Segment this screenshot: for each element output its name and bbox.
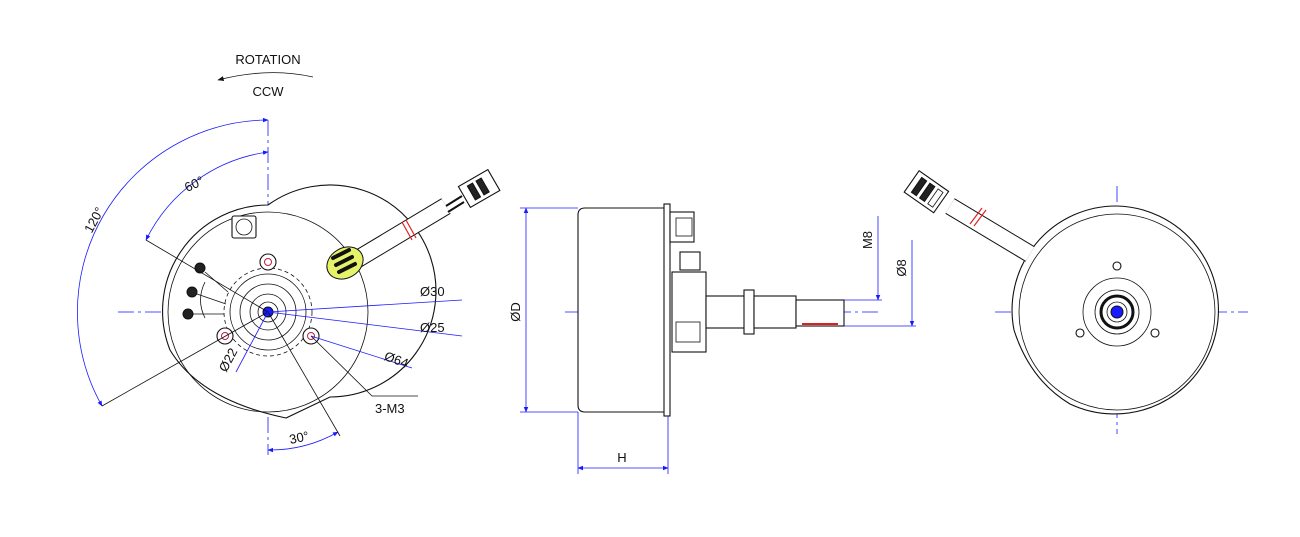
angle-120-label: 120° [81,204,107,235]
dia-d-label: ØD [508,302,523,322]
rear-connector-plug [903,170,950,214]
rear-hole-right [1150,328,1160,338]
rear-inner-ring [1018,213,1216,411]
rear-shaft [1110,305,1124,319]
side-shaft-base [753,295,797,329]
rear-view [903,170,1248,434]
rotation-indicator: ROTATION CCW [217,52,314,99]
height-label: H [617,450,626,465]
side-shaft [795,299,845,327]
angle-60-arc [145,150,269,241]
side-body [577,207,669,413]
dia-30-label: Ø30 [420,284,445,299]
rear-cable [903,170,1035,262]
dia-25-label: Ø25 [420,320,445,335]
connector-window [231,215,257,239]
front-view: 120° 60° 30° Ø30 Ø25 Ø64 3-M3 Ø22 [77,117,501,455]
shaft-dia-label: Ø8 [894,259,909,276]
front-cable [326,168,501,280]
rear-hole-left [1075,328,1085,338]
holes-leader [310,335,418,397]
rear-boss-outer [1082,277,1152,347]
pcd-circle [223,267,313,357]
angle-30-arc [267,431,339,453]
holes-label: 3-M3 [375,401,405,416]
rotation-arrow [217,72,314,82]
angle-120-arc [77,117,269,407]
rotation-direction: CCW [252,84,284,99]
front-connector-plug [457,168,501,209]
front-housing [162,184,437,419]
side-view: ØD H M8 Ø8 [508,203,916,474]
rotation-title: ROTATION [235,52,300,67]
angle-30-label: 30° [288,428,310,447]
thread-label: M8 [860,231,875,249]
rear-hole-top [1112,261,1122,271]
side-hub [671,271,707,353]
side-flange-plate [663,203,671,417]
